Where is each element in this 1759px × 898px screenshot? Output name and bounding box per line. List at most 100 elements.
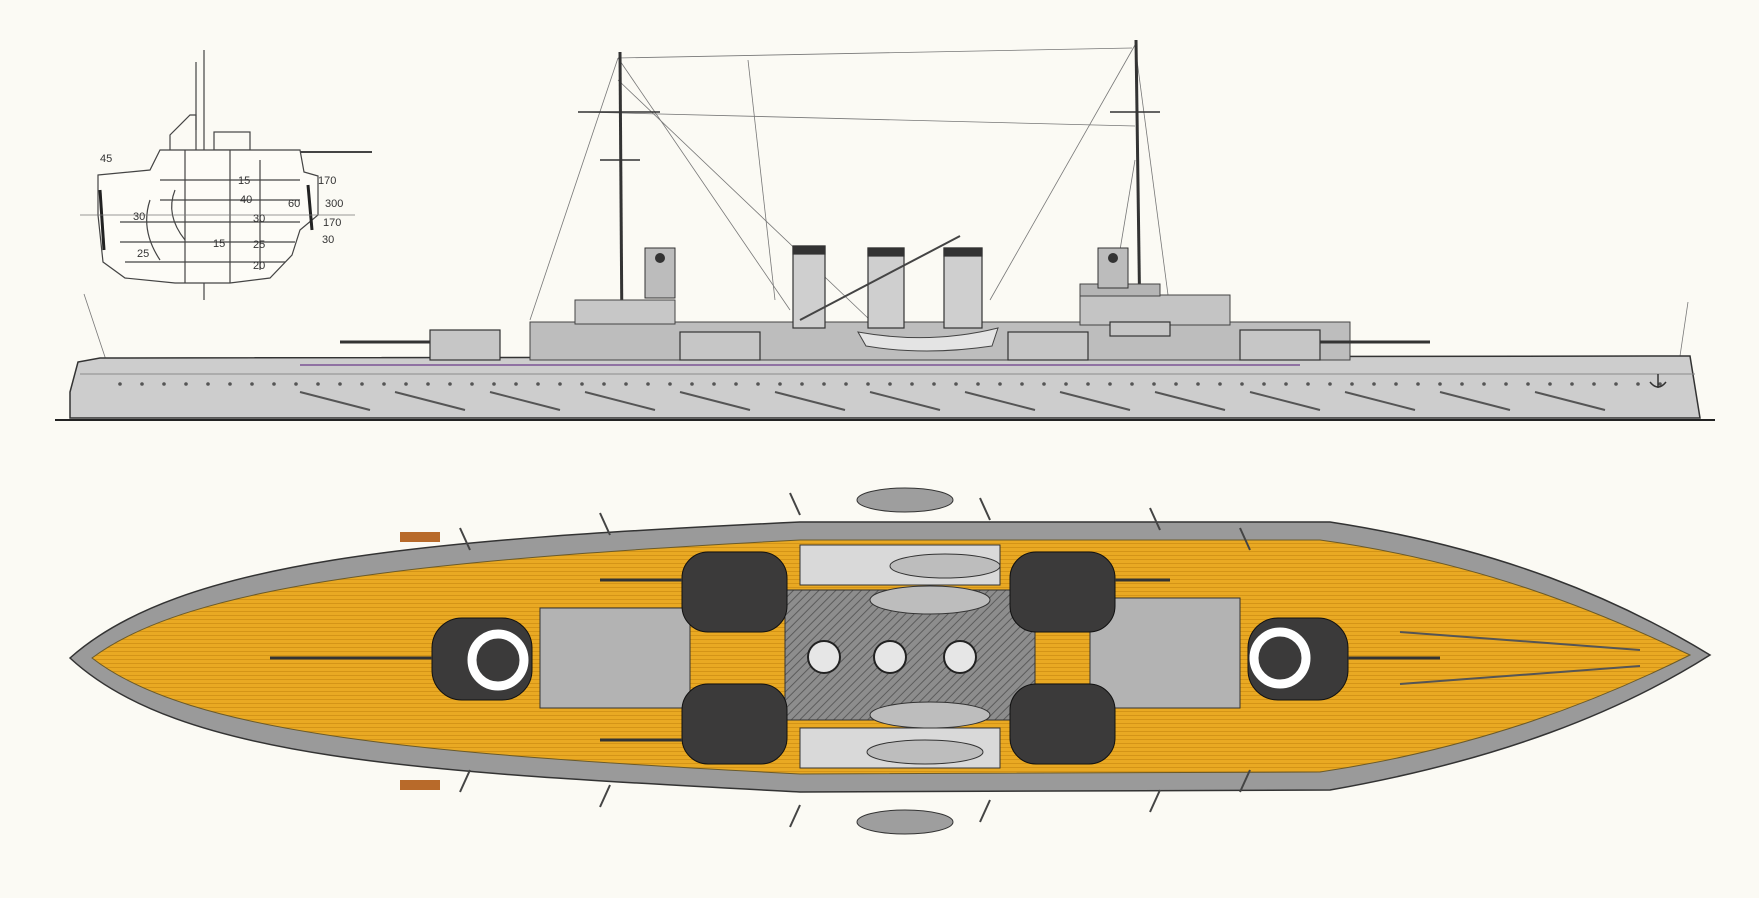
- porthole: [1152, 382, 1156, 386]
- net-boom-plan: [459, 527, 471, 551]
- porthole: [800, 382, 804, 386]
- porthole: [536, 382, 540, 386]
- net-boom-plan: [1239, 527, 1251, 551]
- main-turrets: [431, 551, 1349, 765]
- porthole: [1658, 382, 1662, 386]
- funnel-tops: [807, 640, 977, 674]
- porthole: [1284, 382, 1288, 386]
- porthole: [360, 382, 364, 386]
- net-boom-plan: [789, 804, 801, 828]
- net-boom: [299, 391, 371, 411]
- net-boom-plan: [979, 799, 991, 823]
- porthole: [932, 382, 936, 386]
- net-boom-plan: [599, 512, 611, 536]
- label-15a: 15: [238, 175, 250, 187]
- porthole: [1350, 382, 1354, 386]
- porthole: [866, 382, 870, 386]
- porthole: [1416, 382, 1420, 386]
- net-boom-plan: [599, 784, 611, 808]
- porthole: [1020, 382, 1024, 386]
- porthole: [294, 382, 298, 386]
- porthole: [1328, 382, 1332, 386]
- porthole: [910, 382, 914, 386]
- deck-plan: [68, 487, 1712, 835]
- label-170a: 170: [318, 175, 336, 187]
- porthole: [1218, 382, 1222, 386]
- net-boom: [1059, 391, 1131, 411]
- net-boom-plan: [1239, 769, 1251, 793]
- label-300: 300: [325, 198, 343, 210]
- net-boom-plan: [459, 769, 471, 793]
- porthole: [1130, 382, 1134, 386]
- label-25b: 25: [137, 248, 149, 260]
- porthole: [206, 382, 210, 386]
- net-boom: [679, 391, 751, 411]
- midship-cross-section: [80, 50, 372, 300]
- porthole: [316, 382, 320, 386]
- porthole: [668, 382, 672, 386]
- net-boom: [1439, 391, 1511, 411]
- porthole: [558, 382, 562, 386]
- porthole: [426, 382, 430, 386]
- porthole: [998, 382, 1002, 386]
- porthole: [1592, 382, 1596, 386]
- porthole: [778, 382, 782, 386]
- porthole: [492, 382, 496, 386]
- porthole: [1174, 382, 1178, 386]
- porthole: [1548, 382, 1552, 386]
- side-profile: [55, 39, 1715, 421]
- porthole: [338, 382, 342, 386]
- label-20: 20: [253, 260, 265, 272]
- gun-barrels: [270, 578, 1440, 742]
- porthole: [272, 382, 276, 386]
- net-boom: [774, 391, 846, 411]
- porthole: [1042, 382, 1046, 386]
- porthole: [624, 382, 628, 386]
- porthole: [228, 382, 232, 386]
- outboard-boats: [856, 487, 954, 835]
- masts: [618, 39, 1142, 341]
- porthole: [140, 382, 144, 386]
- porthole: [250, 382, 254, 386]
- porthole: [514, 382, 518, 386]
- deck-boats: [866, 553, 1001, 765]
- turret-rings: [467, 627, 1311, 691]
- porthole: [1636, 382, 1640, 386]
- porthole: [954, 382, 958, 386]
- label-45: 45: [100, 153, 112, 165]
- net-boom: [1344, 391, 1416, 411]
- porthole: [1108, 382, 1112, 386]
- porthole: [1460, 382, 1464, 386]
- label-30a: 30: [133, 211, 145, 223]
- net-boom: [489, 391, 561, 411]
- porthole: [1262, 382, 1266, 386]
- net-boom: [1249, 391, 1321, 411]
- porthole: [470, 382, 474, 386]
- net-boom-plan: [979, 497, 991, 521]
- porthole: [734, 382, 738, 386]
- porthole: [184, 382, 188, 386]
- label-30b: 30: [253, 213, 265, 225]
- label-15b: 15: [213, 238, 225, 250]
- porthole: [976, 382, 980, 386]
- porthole: [1482, 382, 1486, 386]
- net-boom-plan: [1149, 789, 1161, 813]
- porthole: [1196, 382, 1200, 386]
- porthole: [690, 382, 694, 386]
- porthole: [844, 382, 848, 386]
- net-booms: [299, 391, 1606, 411]
- portholes: [118, 382, 1662, 386]
- porthole: [1306, 382, 1310, 386]
- label-60: 60: [288, 198, 300, 210]
- porthole: [1570, 382, 1574, 386]
- funnels: [792, 245, 983, 329]
- porthole: [1614, 382, 1618, 386]
- porthole: [602, 382, 606, 386]
- porthole: [1504, 382, 1508, 386]
- net-boom: [1154, 391, 1226, 411]
- porthole: [162, 382, 166, 386]
- porthole: [1086, 382, 1090, 386]
- net-boom: [964, 391, 1036, 411]
- porthole: [118, 382, 122, 386]
